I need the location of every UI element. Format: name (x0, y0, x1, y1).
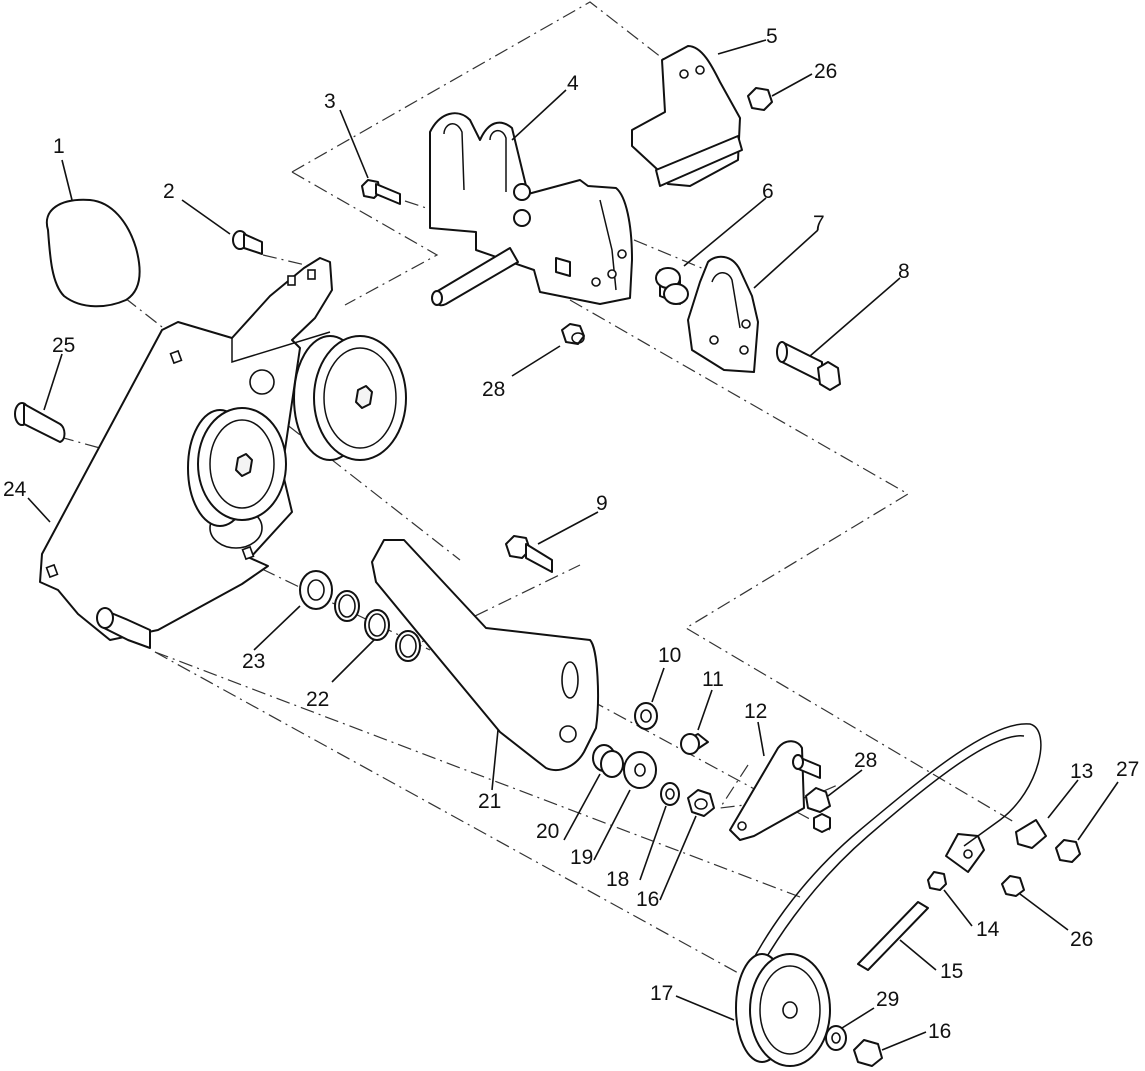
callout-26b: 26 (1070, 928, 1093, 951)
part-21-lever (371, 539, 599, 771)
callout-2: 2 (163, 180, 175, 203)
callout-19: 19 (570, 846, 593, 869)
callout-29: 29 (876, 988, 899, 1011)
callouts: 1 2 3 4 5 26 6 7 8 25 28 24 9 23 22 10 1… (3, 25, 1139, 1043)
part-16-nut (687, 789, 715, 817)
callout-27: 27 (1116, 758, 1139, 781)
part-23-washer (299, 570, 333, 610)
callout-10: 10 (658, 644, 681, 667)
callout-14: 14 (976, 918, 1000, 941)
part-24-mounting-plate (39, 257, 333, 641)
callout-11: 11 (702, 668, 724, 691)
cable (737, 723, 1042, 999)
callout-12: 12 (744, 700, 767, 723)
part-17-pulley (735, 953, 831, 1067)
part-2-bolt (232, 230, 263, 255)
part-18-lockwasher (660, 782, 680, 806)
callout-20: 20 (536, 820, 559, 843)
part-6-spacer (655, 267, 689, 305)
part-26b-nut (1001, 875, 1025, 897)
callout-15: 15 (940, 960, 963, 983)
callout-22: 22 (306, 688, 329, 711)
part-3-bolt (361, 179, 401, 205)
part-9-bolt (505, 535, 553, 573)
part-13-cable-end (945, 819, 1047, 873)
callout-21: 21 (478, 790, 501, 813)
part-4-bracket (429, 112, 633, 307)
callout-28: 28 (482, 378, 505, 401)
callout-1: 1 (53, 135, 65, 158)
callout-26: 26 (814, 60, 837, 83)
part-14-fitting (927, 871, 947, 891)
part-28b-nut (805, 787, 831, 813)
callout-16: 16 (636, 888, 659, 911)
part-25-carriage-bolt (14, 402, 66, 443)
callout-24: 24 (3, 478, 27, 501)
callout-28b: 28 (854, 749, 877, 772)
callout-6: 6 (762, 180, 774, 203)
part-26a-nut (747, 87, 773, 111)
callout-17: 17 (650, 982, 673, 1005)
part-27-nut (1055, 839, 1081, 863)
callout-3: 3 (324, 90, 336, 113)
part-28-nut (561, 323, 585, 345)
callout-16b: 16 (928, 1020, 951, 1043)
callout-4: 4 (567, 72, 579, 95)
callout-9: 9 (596, 492, 608, 515)
part-20-spacer (592, 744, 624, 778)
lower-pulley (187, 407, 287, 527)
small-nut (813, 813, 831, 833)
part-8-bolt (776, 341, 841, 391)
callout-7: 7 (813, 212, 825, 235)
callout-18: 18 (606, 868, 629, 891)
callout-13: 13 (1070, 760, 1093, 783)
part-11-bushing (680, 733, 709, 755)
part-7-plate (687, 255, 759, 373)
part-10-washer (634, 702, 658, 730)
leader-lines (27, 39, 1119, 1051)
pivot-stud (96, 607, 151, 649)
part-15-rod (857, 901, 929, 971)
part-12-bracket (729, 740, 821, 841)
callout-25: 25 (52, 334, 75, 357)
part-19-washer (623, 751, 657, 789)
part-22-washers (334, 590, 421, 662)
callout-23: 23 (242, 650, 265, 673)
callout-8: 8 (898, 260, 910, 283)
upper-pulley (293, 335, 407, 461)
assembly-guide-lines (59, 1, 1015, 986)
part-1-grip (45, 198, 141, 308)
part-29-washer (825, 1025, 847, 1051)
callout-5: 5 (766, 25, 778, 48)
part-5-bracket (631, 45, 743, 187)
part-16b-nut (853, 1039, 883, 1067)
